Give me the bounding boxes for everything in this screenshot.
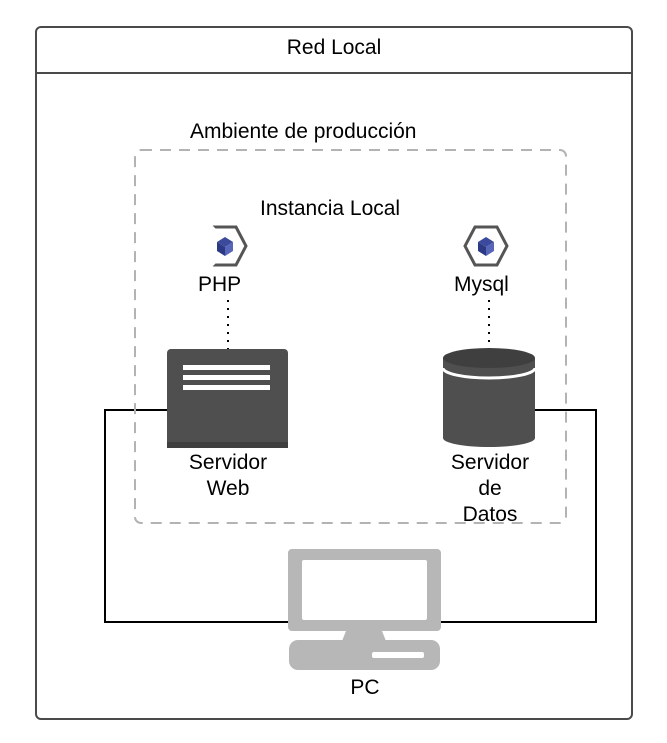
web-server-icon: [167, 349, 288, 448]
pc-label: PC: [350, 676, 380, 699]
database-server-label-line3: Datos: [462, 503, 518, 526]
php-label: PHP: [198, 273, 242, 296]
database-server-icon: [441, 348, 537, 447]
web-server-label: Servidor Web: [168, 450, 288, 502]
database-server-label-line1: Servidor: [450, 451, 530, 474]
web-server-label-line1: Servidor: [188, 451, 268, 474]
php-instance-icon: [193, 225, 248, 267]
production-environment-boundary: [134, 149, 567, 524]
web-server-label-line2: Web: [206, 477, 250, 500]
red-local-container: [35, 26, 633, 720]
mysql-instance-icon: [463, 225, 509, 267]
red-local-header: [35, 26, 633, 74]
production-environment-label: Ambiente de producción: [190, 120, 417, 143]
local-instance-label: Instancia Local: [260, 197, 401, 220]
pc-icon: [288, 549, 441, 670]
red-local-title: Red Local: [286, 36, 382, 59]
database-server-label-line2: de: [478, 477, 502, 500]
database-server-label: Servidor de Datos: [430, 450, 550, 528]
mysql-label: Mysql: [454, 273, 509, 296]
